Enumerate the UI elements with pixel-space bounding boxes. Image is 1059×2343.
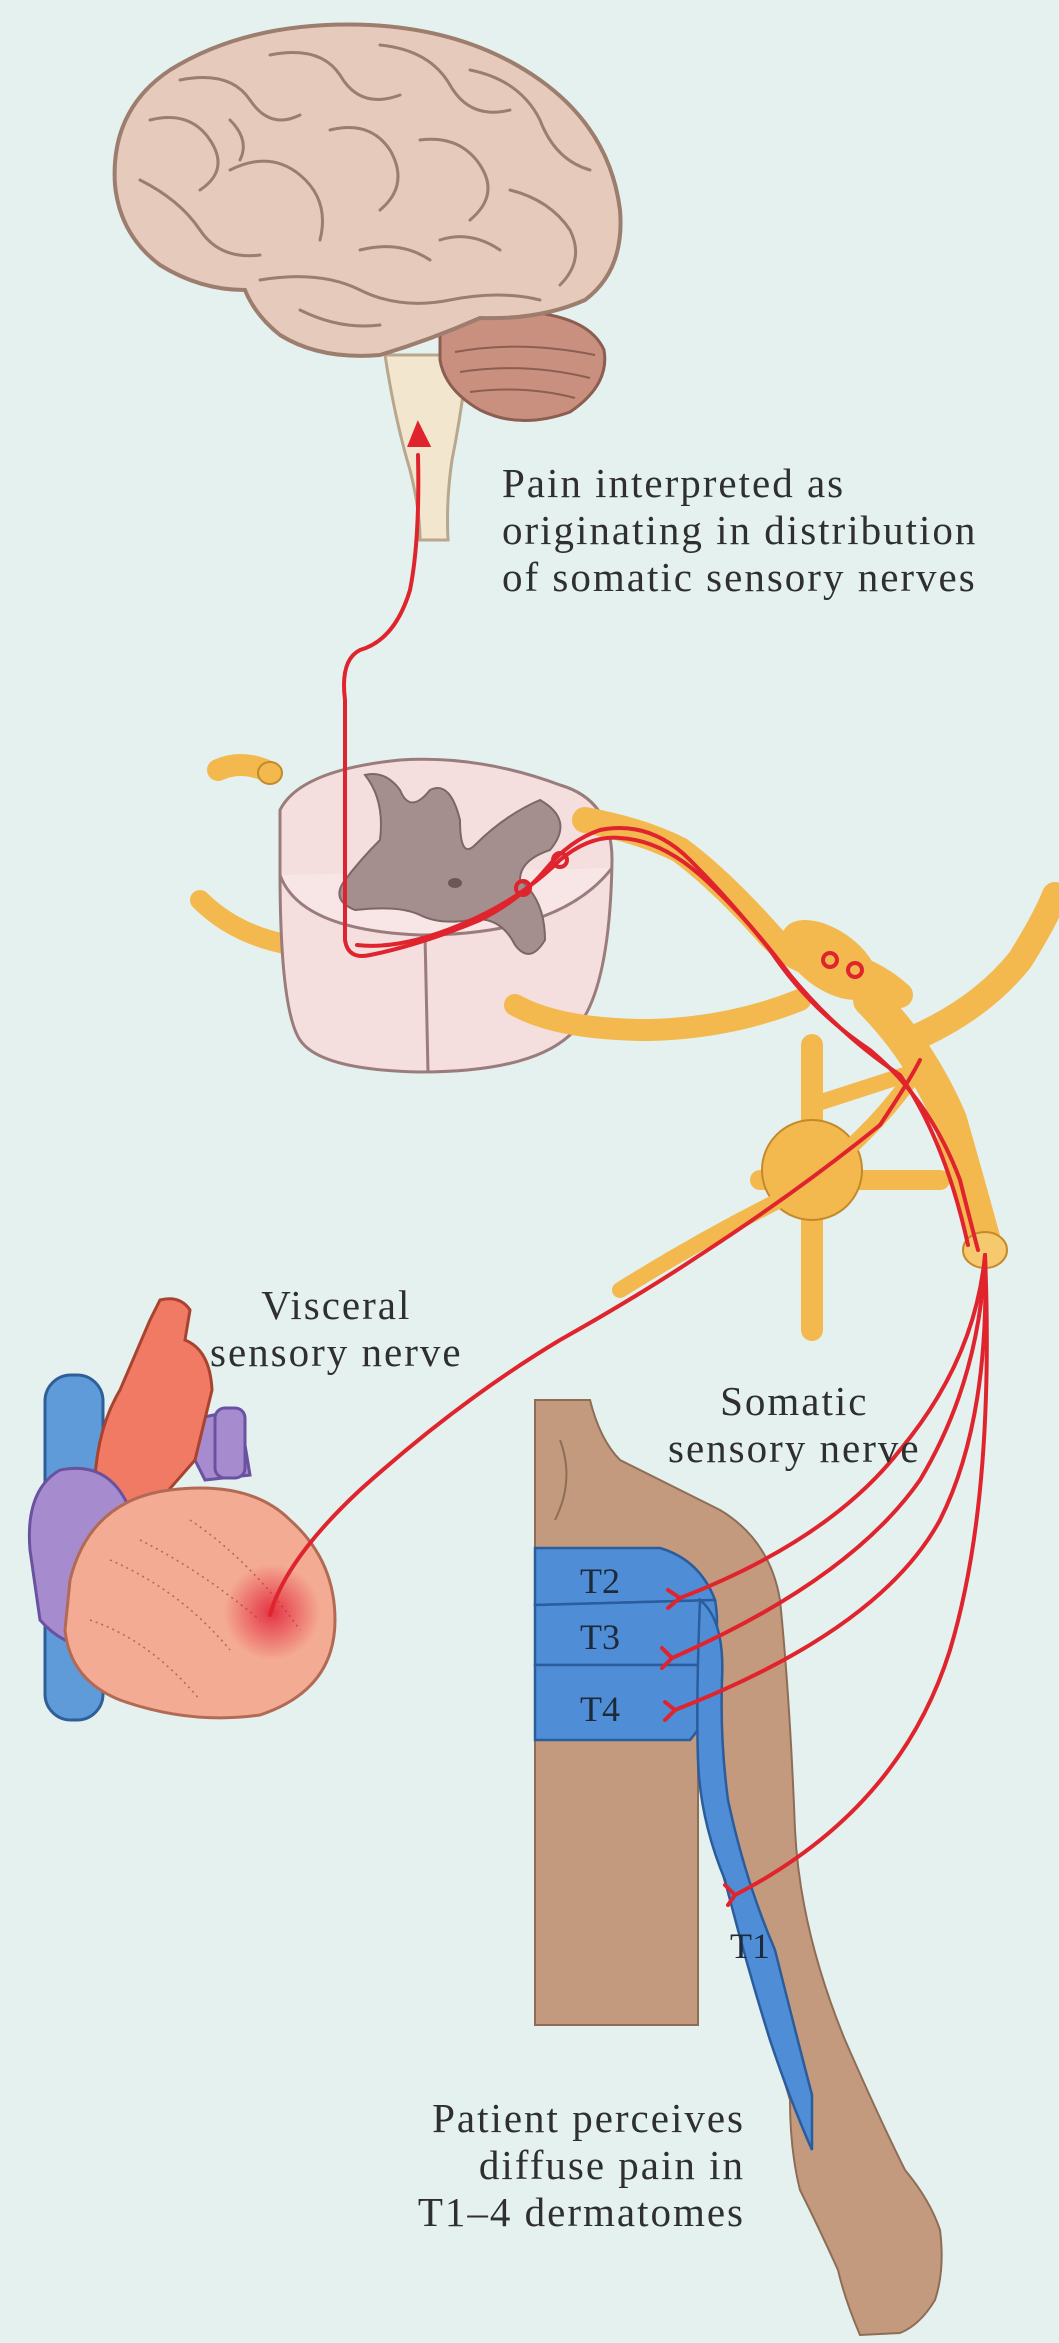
label-line: diffuse pain in: [400, 2142, 745, 2189]
dermatome-label-t1: T1: [730, 1925, 770, 1967]
cerebellum: [440, 312, 605, 421]
label-somatic-sensory-nerve: Somatic sensory nerve: [668, 1378, 921, 1472]
label-line: Somatic: [668, 1378, 921, 1425]
label-line: sensory nerve: [668, 1425, 921, 1472]
label-line: Patient perceives: [400, 2095, 745, 2142]
label-patient-perceives: Patient perceives diffuse pain in T1–4 d…: [400, 2095, 745, 2236]
label-line: Pain interpreted as: [502, 460, 977, 507]
dermatome-t3: [535, 1600, 717, 1665]
dermatome-label-t4: T4: [580, 1688, 620, 1730]
dermatome-label-t3: T3: [580, 1616, 620, 1658]
label-pain-interpreted: Pain interpreted as originating in distr…: [502, 460, 977, 601]
cerebrum: [115, 25, 621, 356]
dermatome-label-t2: T2: [580, 1560, 620, 1602]
spinal-cord: [200, 759, 1055, 1330]
label-line: T1–4 dermatomes: [400, 2189, 745, 2236]
label-line: of somatic sensory nerves: [502, 554, 977, 601]
label-visceral-sensory-nerve: Visceral sensory nerve: [210, 1282, 463, 1376]
label-line: sensory nerve: [210, 1329, 463, 1376]
label-line: originating in distribution: [502, 507, 977, 554]
dermatome-t4: [535, 1665, 710, 1740]
label-line: Visceral: [210, 1282, 463, 1329]
